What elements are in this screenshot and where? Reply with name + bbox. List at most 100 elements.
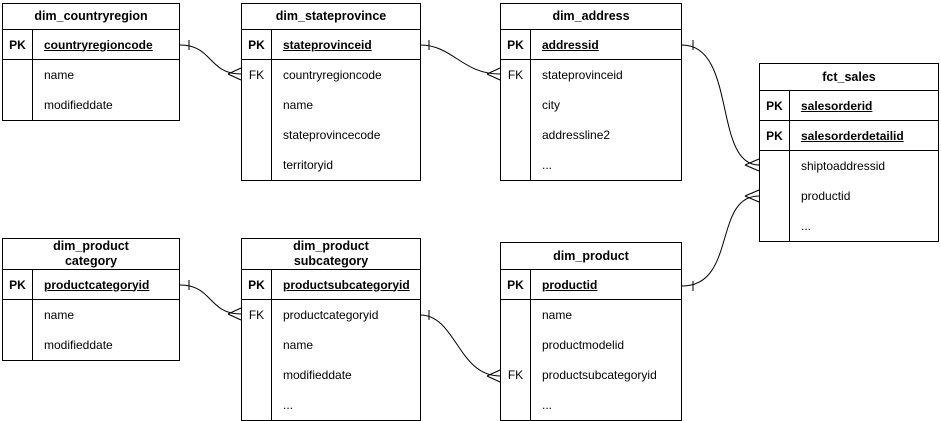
table-title: dim_countryregion [3,4,179,30]
table-title-text: category [64,254,118,268]
table-dim-stateprovince: dim_stateprovince PK stateprovinceid FK … [241,3,421,181]
field-name: ... [542,398,553,412]
table-row: FK productcategoryid [242,300,420,330]
table-row: PK productsubcategoryid [242,270,420,300]
table-title-text: dim_product [553,248,629,263]
key-badge [760,181,790,211]
field-name: productmodelid [542,338,625,352]
key-badge [3,90,33,120]
key-badge [501,300,531,330]
field-name: name [44,68,75,82]
field-name: productid [801,189,851,203]
field-name: productcategoryid [283,308,379,322]
table-title: dim_product [501,243,681,270]
table-title-text: dim_product [53,239,129,253]
table-title: dim_product category [3,239,179,270]
table-row: modifieddate [242,360,420,390]
field-name: salesorderdetailid [801,128,904,143]
table-row: city [501,90,681,120]
field-name: stateprovinceid [283,37,372,52]
relationship-productsubcategory-product [419,310,501,383]
table-row: modifieddate [3,330,179,360]
field-name: stateprovincecode [283,128,381,142]
field-name: salesorderid [801,98,873,113]
key-badge [501,90,531,120]
key-badge [501,390,531,420]
table-dim-countryregion: dim_countryregion PK countryregioncode n… [2,3,180,121]
table-row: stateprovincecode [242,120,420,150]
key-badge: PK [760,121,790,150]
field-name: addressline2 [542,128,611,142]
table-title: fct_sales [760,64,938,91]
field-name: modifieddate [283,368,352,382]
key-badge [760,211,790,241]
field-name: city [542,98,560,112]
table-dim-product: dim_product PK productid name productmod… [500,242,682,421]
key-badge [501,330,531,360]
field-name: addressid [542,37,599,52]
table-title-text: dim_address [552,9,630,23]
table-row: ... [501,390,681,420]
table-row: modifieddate [3,90,179,120]
field-name: countryregioncode [44,37,153,52]
table-row: FK countryregioncode [242,60,420,90]
field-name: countryregioncode [283,68,382,82]
field-name: stateprovinceid [542,68,623,82]
relationship-stateprovince-address [419,40,501,81]
table-row: PK addressid [501,30,681,60]
table-title: dim_stateprovince [242,4,420,30]
relationship-product-fctsales [681,189,760,291]
table-row: PK productcategoryid [3,270,179,300]
key-badge [760,151,790,181]
field-name: name [44,308,75,322]
relationship-address-fctsales [681,40,760,172]
table-row: addressline2 [501,120,681,150]
key-badge: FK [242,300,272,330]
table-row: FK stateprovinceid [501,60,681,90]
table-row: ... [760,211,938,241]
field-name: productcategoryid [44,277,150,292]
table-fct-sales: fct_sales PK salesorderid PK salesorderd… [759,63,939,242]
table-row: productmodelid [501,330,681,360]
table-row: ... [242,390,420,420]
table-row: ... [501,150,681,180]
table-dim-productcategory: dim_product category PK productcategoryi… [2,238,180,361]
field-name: modifieddate [44,98,113,112]
relationship-productcategory-productsubcategory [179,280,242,321]
key-badge: FK [501,360,531,390]
table-row: PK salesorderdetailid [760,121,938,151]
key-badge [242,360,272,390]
key-badge [242,90,272,120]
table-dim-address: dim_address PK addressid FK stateprovinc… [500,3,682,181]
field-name: ... [283,398,294,412]
table-row: PK stateprovinceid [242,30,420,60]
table-title-text: dim_stateprovince [275,9,387,23]
key-badge: FK [501,60,531,90]
key-badge [501,150,531,180]
key-badge [3,60,33,90]
key-badge [3,300,33,330]
key-badge [242,390,272,420]
key-badge: PK [501,270,531,299]
field-name: territoryid [283,158,334,172]
field-name: name [283,338,314,352]
key-badge [242,120,272,150]
table-row: name [242,330,420,360]
table-row: PK countryregioncode [3,30,179,60]
key-badge: PK [501,30,531,59]
table-row: name [501,300,681,330]
key-badge [242,150,272,180]
key-badge [242,330,272,360]
table-row: productid [760,181,938,211]
table-row: name [3,300,179,330]
field-name: modifieddate [44,338,113,352]
table-title-text: fct_sales [822,69,876,84]
key-badge: PK [760,91,790,120]
key-badge: PK [3,30,33,59]
field-name: ... [801,219,812,233]
table-row: shiptoaddressid [760,151,938,181]
table-row: FK productsubcategoryid [501,360,681,390]
table-row: PK salesorderid [760,91,938,121]
table-row: name [242,90,420,120]
